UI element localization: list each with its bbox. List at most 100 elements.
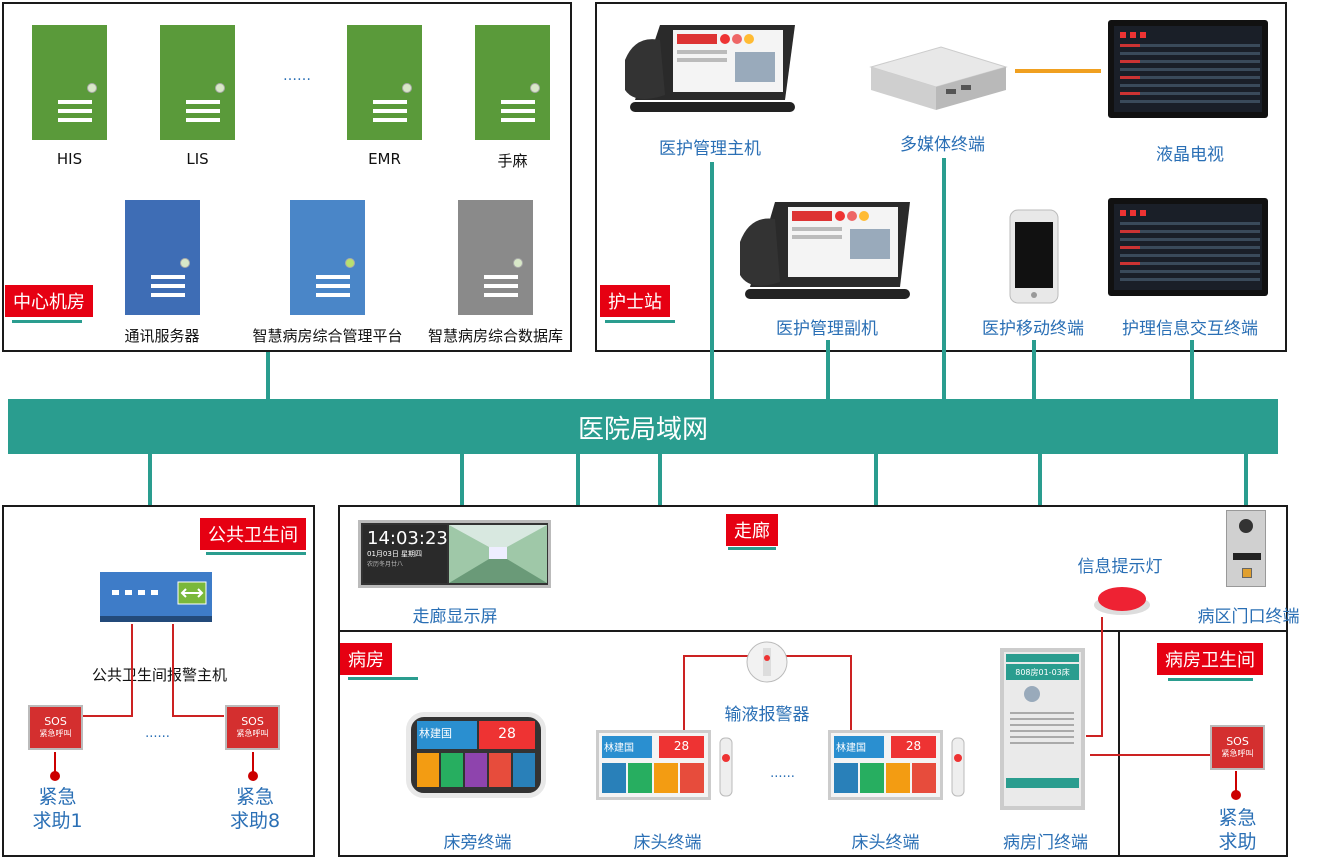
app-tile[interactable] <box>513 753 535 787</box>
sos8-label-line1: 紧急 <box>235 786 274 808</box>
bedhead-bed-badge: 28 <box>659 736 704 758</box>
multimedia-to-tv-link <box>1015 69 1101 73</box>
server-platform-label: 智慧病房综合管理平台 <box>252 327 403 345</box>
bedhead-ellipsis: ······ <box>770 770 795 785</box>
nurse-station-tag-underline <box>605 320 675 323</box>
app-tile[interactable] <box>886 763 910 793</box>
sos-sub-text: 紧急呼叫 <box>1221 749 1254 758</box>
door-bottom-bar <box>1006 778 1079 788</box>
center-room-tag-underline <box>12 320 82 323</box>
server-led-icon <box>87 83 97 93</box>
wire-infusion-right <box>850 655 852 740</box>
server-lis <box>160 25 235 140</box>
bedhead-header: 林建国 <box>602 736 652 758</box>
main-host-device <box>625 25 795 112</box>
wire-sos1-v <box>131 624 133 717</box>
corridor-display-clock-panel: 14:03:23 01月03日 星期四 农历冬月廿八 <box>363 525 448 583</box>
app-tile[interactable] <box>834 763 858 793</box>
corridor-hallway-image <box>449 525 547 583</box>
bedhead-terminal-2: 林建国 28 <box>828 730 943 800</box>
bedside-terminal-device: 林建国 28 <box>406 712 546 798</box>
bedhead-header: 林建国 <box>834 736 884 758</box>
app-tile[interactable] <box>489 753 511 787</box>
bedhead-patient-name: 林建国 <box>836 743 866 754</box>
infusion-alarm-device <box>746 641 788 683</box>
sos-text: SOS <box>241 715 264 728</box>
bedside-bed-badge: 28 <box>479 721 535 749</box>
call-button-icon[interactable] <box>1242 568 1252 578</box>
app-tile[interactable] <box>628 763 652 793</box>
server-database <box>458 200 533 315</box>
corridor-display-label: 走廊显示屏 <box>412 607 498 627</box>
camera-icon <box>1239 519 1253 533</box>
lcd-tv-device <box>1108 20 1268 118</box>
app-tile[interactable] <box>441 753 463 787</box>
sub-host-device <box>740 202 910 299</box>
server-led-icon <box>215 83 225 93</box>
corridor-tag-underline <box>728 547 776 550</box>
interactive-terminal-device <box>1108 198 1268 296</box>
app-tile[interactable] <box>602 763 626 793</box>
pull-cord-icon <box>1231 771 1241 800</box>
call-handle-icon <box>951 737 965 797</box>
wire-sos8-v <box>172 624 174 717</box>
sos1-label-line2: 求助1 <box>32 810 83 832</box>
nurse-station-tag: 护士站 <box>600 285 670 317</box>
wire-infusion-left <box>683 655 685 740</box>
app-tile[interactable] <box>912 763 936 793</box>
server-led-icon <box>513 258 523 268</box>
link-main-host <box>710 162 714 399</box>
sos8-label-line2: 求助8 <box>229 810 281 832</box>
pull-cord-icon <box>248 752 258 781</box>
door-text-lines <box>1010 708 1074 744</box>
multimedia-label: 多媒体终端 <box>900 135 985 155</box>
ward-bath-sos-line2: 求助 <box>1218 831 1257 853</box>
app-tile[interactable] <box>654 763 678 793</box>
public-alarm-host-label: 公共卫生间报警主机 <box>91 666 227 684</box>
doctor-avatar <box>1024 686 1040 702</box>
server-communication-label: 通讯服务器 <box>124 327 200 345</box>
corridor-display-device: 14:03:23 01月03日 星期四 农历冬月廿八 <box>358 520 551 588</box>
app-tile[interactable] <box>417 753 439 787</box>
ward-bath-tag-underline <box>1168 678 1253 681</box>
corridor-date: 01月03日 星期四 <box>367 550 423 558</box>
sos1-label: 紧急 求助1 <box>30 785 85 833</box>
server-lis-label: LIS <box>186 150 209 168</box>
ward-bath-divider <box>1118 630 1120 857</box>
call-handle-icon <box>719 737 733 797</box>
app-tile[interactable] <box>680 763 704 793</box>
ward-bath-sos-button[interactable]: SOS 紧急呼叫 <box>1210 725 1265 770</box>
link-multimedia <box>942 158 946 399</box>
hospital-lan-backbone: 医院局域网 <box>8 399 1278 454</box>
server-led-icon <box>530 83 540 93</box>
corridor-lunar: 农历冬月廿八 <box>367 561 404 568</box>
info-light-label: 信息提示灯 <box>1077 557 1163 577</box>
link-mobile <box>1032 340 1036 399</box>
app-tile[interactable] <box>465 753 487 787</box>
link-door-terminal <box>1244 454 1248 510</box>
bedhead2-label: 床头终端 <box>851 833 920 853</box>
wire-info-light-h <box>1086 735 1103 737</box>
sos-sub-text: 紧急呼叫 <box>236 729 269 738</box>
bedhead1-label: 床头终端 <box>633 833 702 853</box>
app-tile[interactable] <box>860 763 884 793</box>
server-his-label: HIS <box>56 150 83 168</box>
door-screen-topbar <box>1006 654 1079 662</box>
sos-button-8[interactable]: SOS 紧急呼叫 <box>225 705 280 750</box>
server-emr-label: EMR <box>368 150 401 168</box>
sos-text: SOS <box>1226 735 1249 748</box>
mobile-terminal-device <box>1009 209 1059 304</box>
sos-sub-text: 紧急呼叫 <box>39 729 72 738</box>
sos-button-1[interactable]: SOS 紧急呼叫 <box>28 705 83 750</box>
link-center <box>266 352 270 399</box>
corridor-tag: 走廊 <box>726 514 778 546</box>
sos8-label: 紧急 求助8 <box>225 785 285 833</box>
main-host-label: 医护管理主机 <box>659 139 761 159</box>
sub-host-label: 医护管理副机 <box>776 319 878 339</box>
ward-bath-sos-line1: 紧急 <box>1218 807 1257 829</box>
bedhead-bed-number: 28 <box>673 739 690 753</box>
hospital-lan-label: 医院局域网 <box>577 415 708 445</box>
bedhead-patient-name: 林建国 <box>604 743 634 754</box>
door-terminal-ward-label: 病房门终端 <box>1003 833 1088 853</box>
ward-tag: 病房 <box>340 643 392 675</box>
